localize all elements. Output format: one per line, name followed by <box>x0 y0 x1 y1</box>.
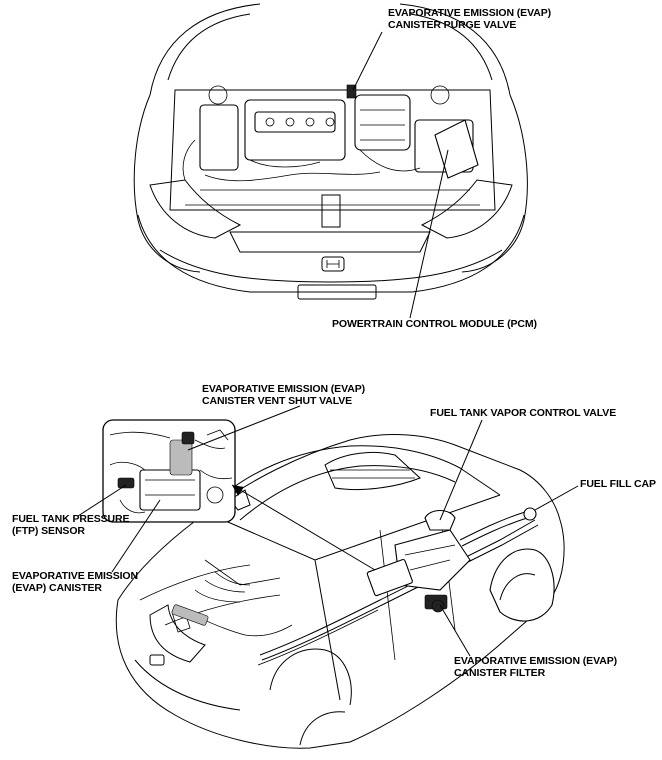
inset-pointer-arrow <box>232 485 244 496</box>
canister-filter-leader <box>439 604 471 657</box>
label-evap-canister: EVAPORATIVE EMISSION (EVAP) CANISTER <box>12 570 138 594</box>
label-line: FUEL FILL CAP <box>580 478 656 490</box>
fuel-system-lines <box>171 507 539 666</box>
canister-leader <box>111 499 161 573</box>
canister-inset <box>102 419 236 523</box>
purge-valve-leader <box>352 31 383 91</box>
inset-pointer-line <box>231 484 376 571</box>
label-line: CANISTER VENT SHUT VALVE <box>202 394 353 407</box>
label-line: FUEL TANK VAPOR CONTROL VALVE <box>430 407 617 419</box>
car-illustration <box>115 434 565 749</box>
label-line: CANISTER PURGE VALVE <box>388 18 517 31</box>
label-line: (EVAP) CANISTER <box>12 581 102 594</box>
pcm-leader <box>409 149 449 319</box>
vapor-valve-leader <box>439 419 483 521</box>
label-vapor-control-valve: FUEL TANK VAPOR CONTROL VALVE <box>430 407 617 420</box>
label-purge-valve: EVAPORATIVE EMISSION (EVAP) CANISTER PUR… <box>388 7 551 31</box>
fill-cap-leader <box>534 485 579 511</box>
ftp-sensor-leader <box>77 484 127 517</box>
label-vent-shut-valve: EVAPORATIVE EMISSION (EVAP) CANISTER VEN… <box>202 383 365 407</box>
vent-valve-leader <box>187 405 301 451</box>
label-line: FUEL TANK PRESSURE <box>12 513 130 525</box>
label-line: EVAPORATIVE EMISSION <box>12 570 138 582</box>
label-line: EVAPORATIVE EMISSION (EVAP) <box>388 7 551 19</box>
label-line: CANISTER FILTER <box>454 666 546 679</box>
label-line: (FTP) SENSOR <box>12 524 85 537</box>
label-line: EVAPORATIVE EMISSION (EVAP) <box>202 383 365 395</box>
label-fuel-fill-cap: FUEL FILL CAP <box>580 478 656 491</box>
label-canister-filter: EVAPORATIVE EMISSION (EVAP) CANISTER FIL… <box>454 655 617 679</box>
label-ftp-sensor: FUEL TANK PRESSURE (FTP) SENSOR <box>12 513 130 537</box>
engine-compartment-illustration <box>133 3 528 300</box>
label-line: POWERTRAIN CONTROL MODULE (PCM) <box>332 318 537 330</box>
label-pcm: POWERTRAIN CONTROL MODULE (PCM) <box>332 318 537 331</box>
label-line: EVAPORATIVE EMISSION (EVAP) <box>454 655 617 667</box>
